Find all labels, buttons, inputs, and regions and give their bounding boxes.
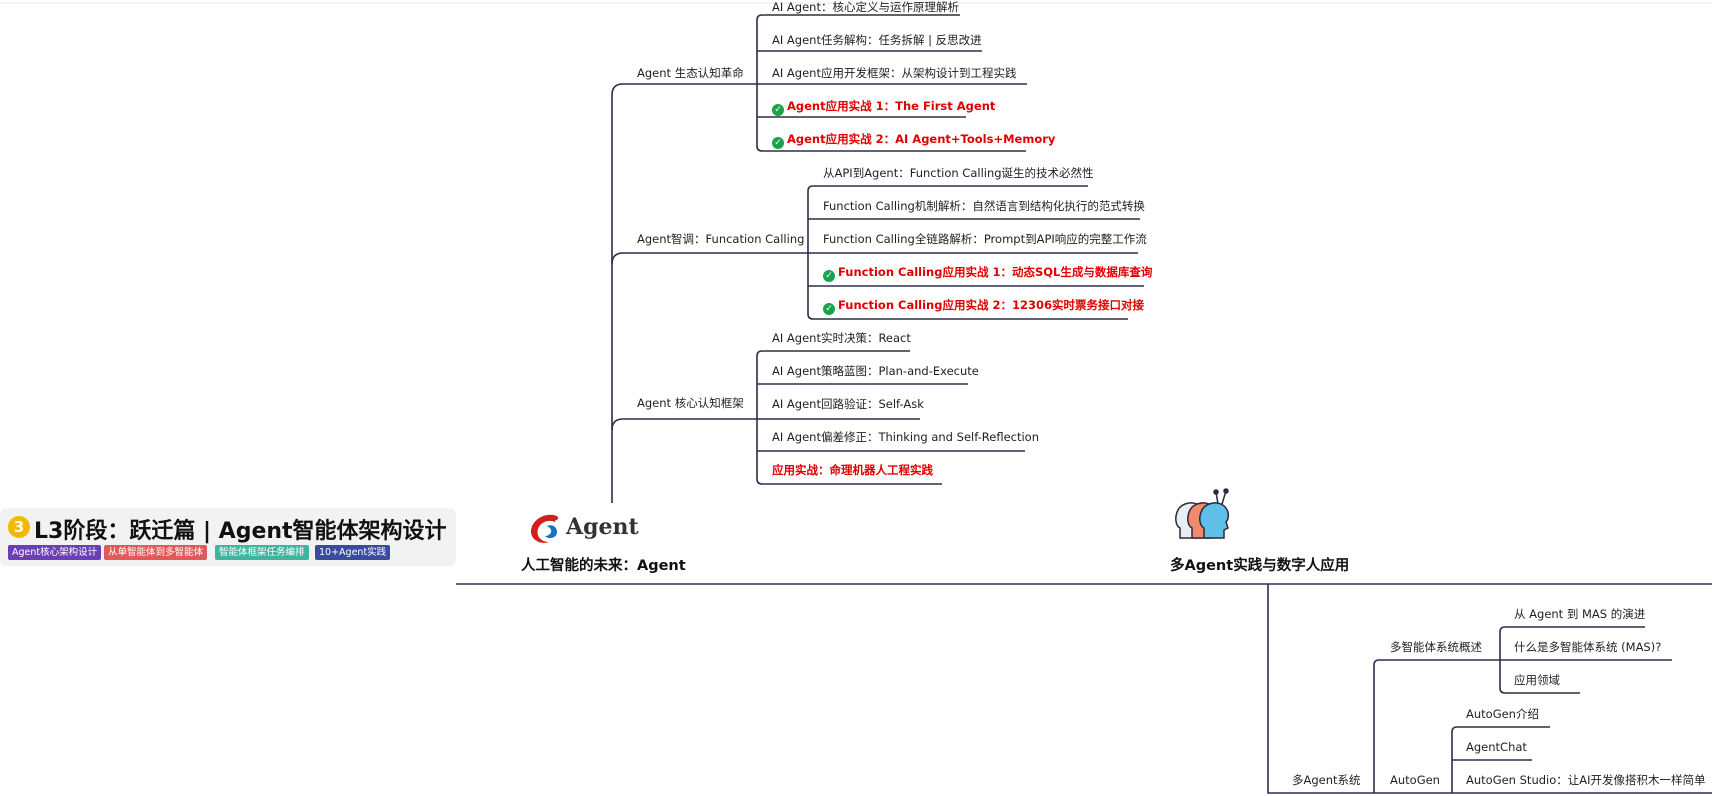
page-title: L3阶段：跃迁篇 | Agent智能体架构设计: [34, 519, 447, 544]
group-mas-overview: 多智能体系统概述: [1390, 640, 1482, 654]
list-item-highlight: 应用实战：命理机器人工程实践: [772, 463, 933, 477]
dragon-logo-icon: [530, 514, 558, 543]
list-item: 应用领域: [1514, 673, 1560, 687]
check-icon: ✓: [772, 104, 784, 116]
check-icon: ✓: [823, 303, 835, 315]
check-icon: ✓: [772, 137, 784, 149]
branch-ai-agent-title: 人工智能的未来：Agent: [521, 558, 686, 574]
group-agent-cognitive-framework: Agent 核心认知框架: [637, 396, 744, 410]
tag-0: Agent核心架构设计: [8, 545, 102, 560]
list-item: AgentChat: [1466, 740, 1527, 754]
list-item: AI Agent策略蓝图：Plan-and-Execute: [772, 364, 979, 378]
list-item: AI Agent偏差修正：Thinking and Self-Reflectio…: [772, 430, 1039, 444]
stage-number-badge: 3: [8, 516, 30, 538]
branch-multi-agent-title: 多Agent实践与数字人应用: [1170, 558, 1350, 574]
list-item: AutoGen介绍: [1466, 707, 1539, 721]
list-item: AI Agent回路验证：Self-Ask: [772, 397, 924, 411]
agent-logo-text: Agent: [566, 514, 639, 540]
list-item: Function Calling全链路解析：Prompt到API响应的完整工作流: [823, 232, 1147, 246]
tag-3: 10+Agent实践: [315, 545, 391, 560]
group-function-calling: Agent智调：Funcation Calling: [637, 232, 805, 246]
list-item: AI Agent：核心定义与运作原理解析: [772, 0, 959, 14]
list-item: 从API到Agent：Function Calling诞生的技术必然性: [823, 166, 1094, 180]
list-item-done: ✓Function Calling应用实战 1：动态SQL生成与数据库查询: [823, 265, 1152, 282]
list-item: AI Agent应用开发框架：从架构设计到工程实践: [772, 66, 1017, 80]
list-item: AutoGen Studio：让AI开发像搭积木一样简单: [1466, 773, 1706, 787]
list-item-done: ✓Function Calling应用实战 2：12306实时票务接口对接: [823, 298, 1144, 315]
list-item: AI Agent任务解构：任务拆解 | 反思改进: [772, 33, 982, 47]
list-item: AI Agent实时决策：React: [772, 331, 911, 345]
list-item: 什么是多智能体系统 (MAS)?: [1514, 640, 1662, 654]
check-icon: ✓: [823, 270, 835, 282]
group-multi-agent-system: 多Agent系统: [1292, 773, 1361, 787]
list-item-done: ✓Agent应用实战 2：AI Agent+Tools+Memory: [772, 132, 1055, 149]
tag-2: 智能体框架任务编排: [215, 545, 309, 560]
list-item: Function Calling机制解析：自然语言到结构化执行的范式转换: [823, 199, 1145, 213]
multi-head-icon: [1175, 488, 1230, 539]
list-item: 从 Agent 到 MAS 的演进: [1514, 607, 1646, 621]
group-agent-ecosystem: Agent 生态认知革命: [637, 66, 744, 80]
list-item-done: ✓Agent应用实战 1：The First Agent: [772, 99, 995, 116]
tag-1: 从单智能体到多智能体: [104, 545, 208, 560]
group-autogen: AutoGen: [1390, 773, 1440, 787]
